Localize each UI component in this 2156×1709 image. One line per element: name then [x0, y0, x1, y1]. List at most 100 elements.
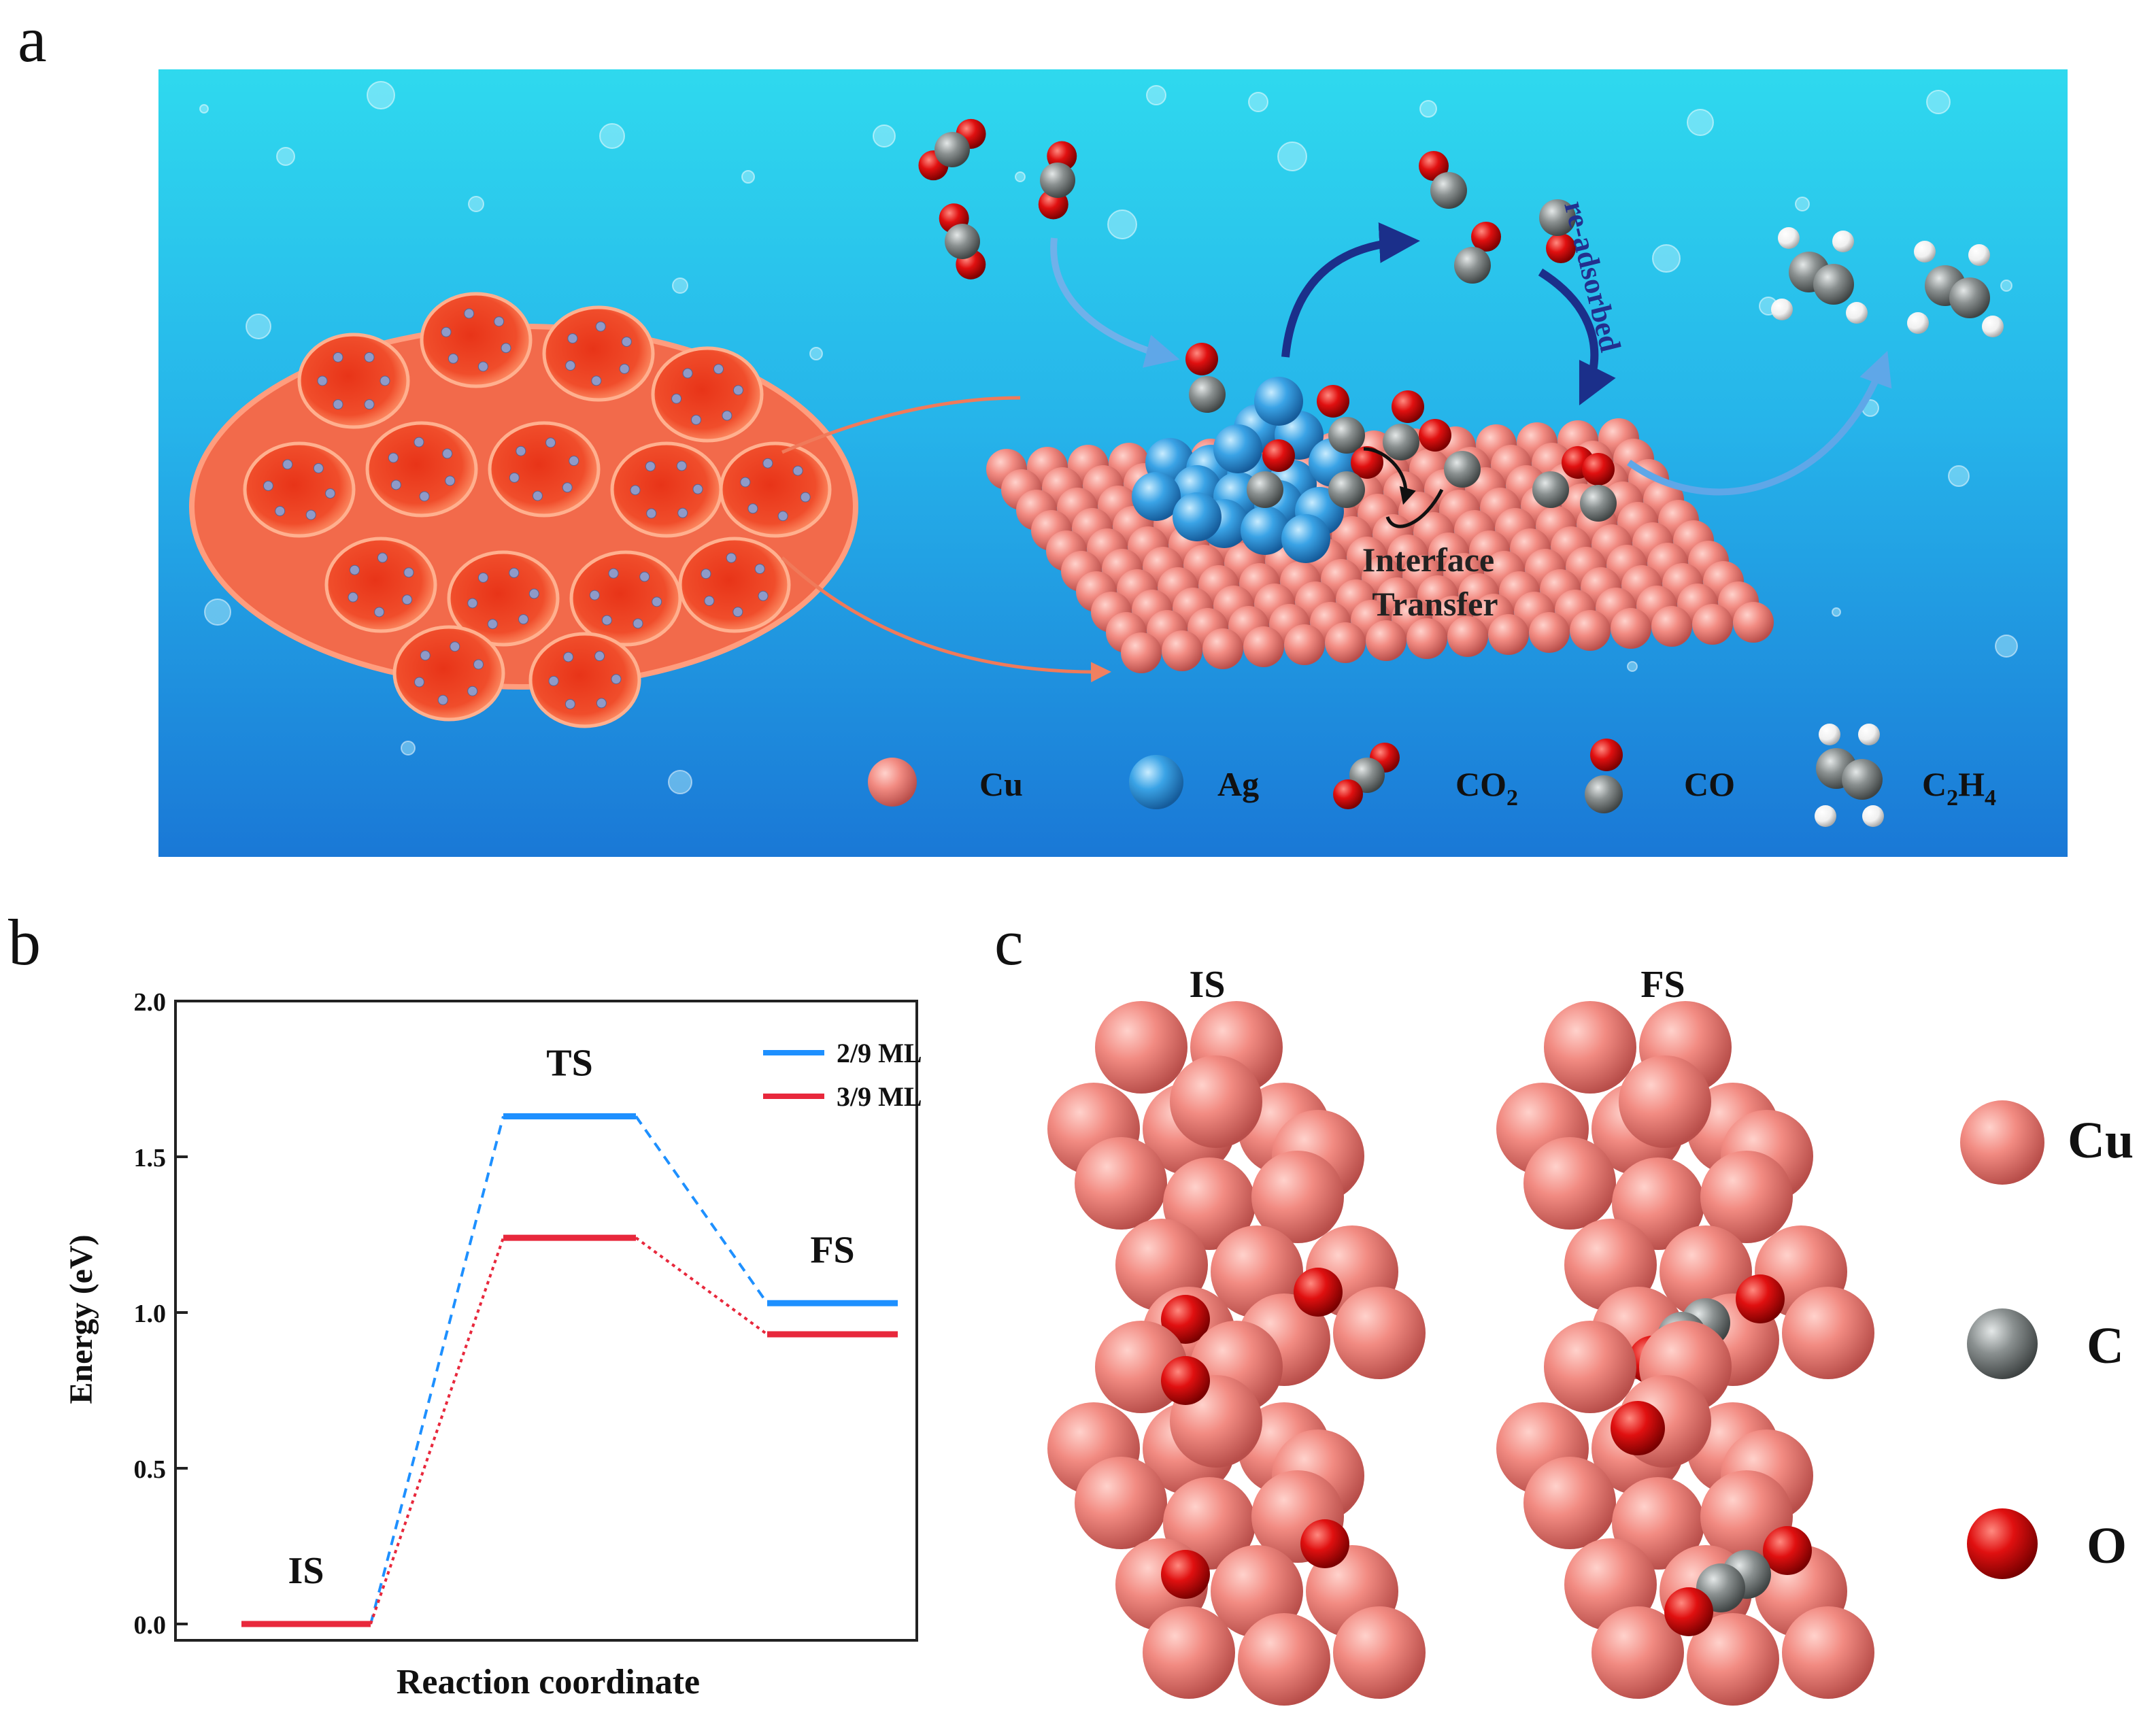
- cu-ag-slab: [986, 377, 1774, 673]
- c-atom: [1532, 471, 1569, 508]
- water-droplet: [672, 277, 688, 294]
- nanoparticle: [509, 472, 520, 483]
- pore: [324, 537, 437, 633]
- c-atom: [1189, 376, 1226, 413]
- o-atom: [1664, 1587, 1713, 1636]
- pore: [678, 537, 791, 633]
- water-droplet: [1419, 100, 1437, 118]
- water-droplet: [2000, 280, 2012, 292]
- x-axis-label: Reaction coordinate: [397, 1663, 700, 1702]
- nanoparticle: [567, 333, 578, 344]
- nanoparticle: [594, 651, 605, 662]
- nanoparticle: [477, 572, 488, 583]
- cu-atom: [1523, 1137, 1616, 1230]
- o-atom: [1294, 1268, 1343, 1317]
- c-atom: [1328, 417, 1365, 454]
- panel-a-legend: Cu Ag CO2 CO C2H4: [868, 724, 1996, 827]
- nanoparticle: [263, 480, 273, 491]
- o-atom: [1351, 446, 1383, 479]
- c-atom: [1383, 424, 1419, 460]
- nanoparticle: [450, 641, 460, 652]
- nanoparticle: [364, 399, 375, 410]
- state-label-is: IS: [288, 1550, 324, 1592]
- water-droplet: [1926, 90, 1951, 114]
- cu-atom: [1619, 1055, 1711, 1148]
- water-droplet: [809, 347, 823, 360]
- nanoparticle: [467, 686, 478, 696]
- ag-atom: [1213, 424, 1262, 473]
- cu-atom: [1121, 632, 1162, 673]
- nanoparticle: [777, 511, 788, 522]
- nanoparticle: [704, 596, 715, 607]
- cu-atom: [1488, 614, 1529, 655]
- cu-atom: [1243, 626, 1284, 667]
- legend-c-text: C: [2087, 1317, 2124, 1374]
- nanoparticle: [800, 492, 811, 503]
- cu-atom: [1447, 616, 1488, 657]
- water-droplet: [276, 147, 295, 166]
- water-droplet: [599, 123, 625, 149]
- nanoparticle: [532, 490, 543, 501]
- nanoparticle: [762, 458, 773, 469]
- cu-atom: [1170, 1055, 1262, 1148]
- nanoparticle: [758, 590, 769, 601]
- water-droplet: [741, 170, 755, 184]
- pore: [528, 632, 641, 728]
- energy-connector: [369, 1237, 505, 1625]
- legend-c2h4-icon: [1815, 724, 1884, 827]
- ag-atom: [1132, 472, 1181, 521]
- nanoparticle: [528, 588, 539, 599]
- nanoparticle: [792, 465, 803, 476]
- nanoparticle: [467, 598, 478, 609]
- y-tick-label: 1.0: [134, 1300, 167, 1328]
- chart-frame: [174, 1000, 918, 1642]
- c-atom: [1444, 451, 1481, 488]
- nanoparticle: [601, 615, 612, 626]
- y-tick-label: 0.5: [134, 1455, 167, 1484]
- nanoparticle: [364, 352, 375, 362]
- nanoparticle: [726, 552, 737, 563]
- ag-atom: [1281, 514, 1330, 563]
- nanoparticle: [437, 694, 448, 705]
- nanoparticle: [275, 506, 286, 517]
- cu-atom: [1075, 1137, 1167, 1230]
- nanoparticle: [509, 567, 520, 578]
- pore: [447, 550, 560, 647]
- state-label-ts: TS: [546, 1042, 593, 1084]
- nanoparticle: [645, 461, 656, 472]
- cu-atom: [1238, 1613, 1330, 1706]
- water-droplet: [1248, 92, 1268, 112]
- c-atom: [1430, 172, 1467, 209]
- cu-atom: [1687, 1613, 1779, 1706]
- energy-connector: [369, 1115, 505, 1625]
- energy-connector: [635, 1236, 769, 1336]
- col-header-is: IS: [1190, 964, 1226, 1006]
- h-atom: [1968, 244, 1990, 266]
- cu-atom: [1202, 628, 1243, 669]
- c-atom: [1454, 247, 1491, 284]
- c-atom: [1247, 471, 1283, 508]
- nanoparticle: [548, 675, 559, 686]
- nanoparticle: [420, 650, 431, 661]
- c-atom: [1040, 163, 1075, 198]
- nanoparticle: [501, 343, 511, 354]
- pore: [719, 441, 832, 538]
- cu-atom: [1333, 1606, 1426, 1699]
- nanoparticle: [596, 698, 607, 709]
- water-droplet: [668, 770, 692, 794]
- nanoparticle: [562, 482, 573, 493]
- nanoparticle: [692, 484, 703, 494]
- legend-co2-icon: [1333, 743, 1400, 809]
- y-tick-label: 1.5: [134, 1144, 167, 1172]
- cu-atom: [1733, 602, 1774, 643]
- nanoparticle: [621, 336, 632, 347]
- nanoparticle: [282, 459, 293, 470]
- cu-atom: [1700, 1151, 1793, 1243]
- o-atom: [1317, 385, 1349, 418]
- nanoparticle: [713, 364, 724, 375]
- nanoparticle: [633, 618, 643, 629]
- water-droplet: [1832, 607, 1841, 617]
- nanoparticle: [518, 614, 529, 625]
- nanoparticle: [747, 503, 758, 514]
- h-atom: [1771, 299, 1793, 320]
